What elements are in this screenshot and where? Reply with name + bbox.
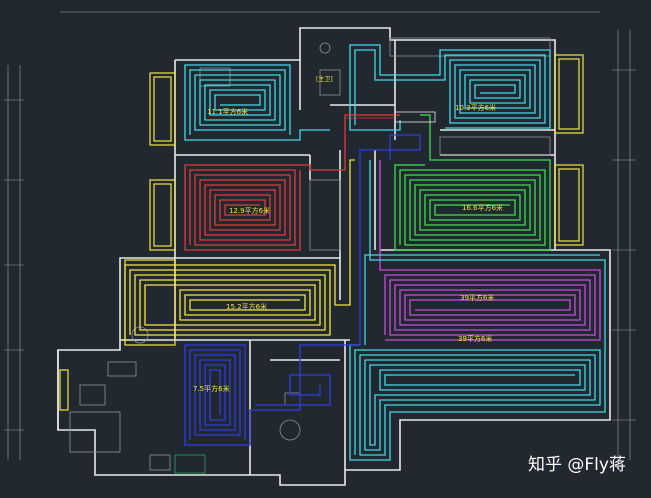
zone-label-2: 10.3平方6米 bbox=[455, 103, 496, 112]
dimension-lines bbox=[4, 11, 636, 460]
heating-loop-zone-6 bbox=[379, 160, 601, 341]
room-tag-master-bathroom: [主卫] bbox=[316, 75, 333, 83]
zone-label-7: 39平方6米 bbox=[458, 334, 492, 343]
watermark: 知乎 @Fly蒋 bbox=[528, 455, 626, 475]
zone-label-8: 7.5平方6米 bbox=[193, 384, 230, 393]
window-frames bbox=[59, 54, 584, 411]
zone-label-1: 11.1平方6米 bbox=[207, 107, 248, 116]
heating-loop-zone-4 bbox=[394, 114, 551, 251]
heating-loop-zone-8 bbox=[184, 134, 421, 446]
zone-label-6: 39平方6米 bbox=[460, 293, 494, 302]
walls bbox=[57, 27, 611, 486]
zone-label-3: 12.9平方6米 bbox=[229, 206, 270, 215]
fixtures bbox=[69, 37, 551, 474]
heating-loop-zone-2 bbox=[349, 44, 551, 131]
zone-label-5: 15.2平方6米 bbox=[226, 302, 267, 311]
manifold bbox=[345, 111, 436, 123]
heating-loop-zone-7 bbox=[349, 160, 606, 461]
heating-loop-zone-1 bbox=[184, 64, 330, 141]
heating-loop-zone-3 bbox=[184, 114, 400, 251]
zone-label-4: 16.6平方6米 bbox=[462, 203, 503, 212]
heating-loop-zone-5 bbox=[124, 159, 355, 341]
